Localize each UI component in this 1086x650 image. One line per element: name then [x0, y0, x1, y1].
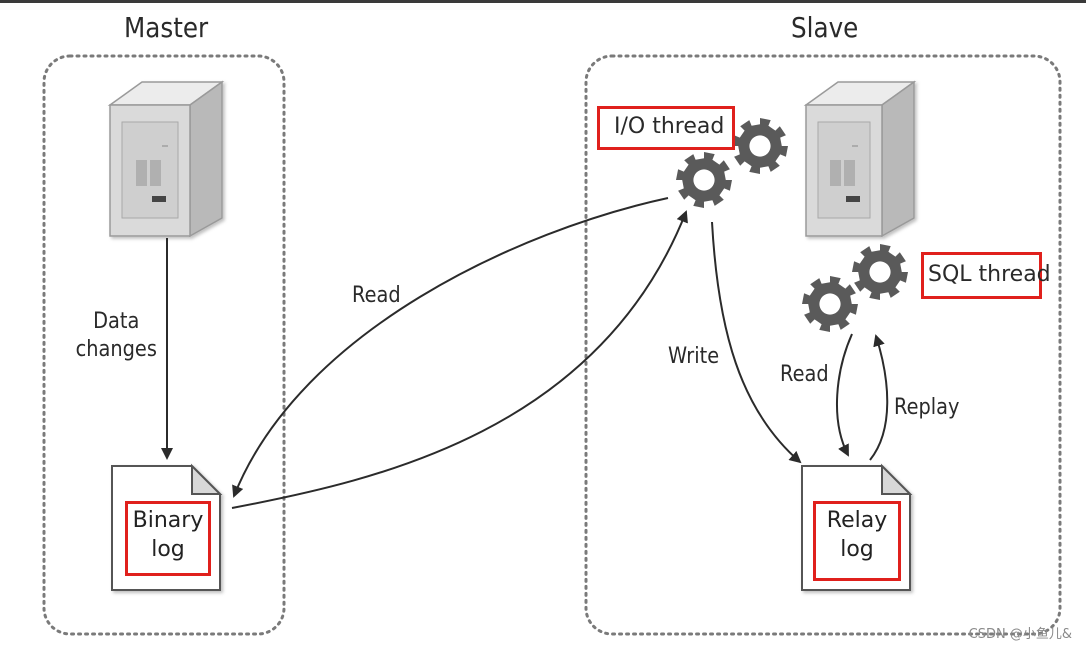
- slave-server-icon: [803, 80, 917, 238]
- replay-label: Replay: [894, 395, 960, 420]
- relay-log-label: Relay log: [826, 508, 888, 562]
- slave-panel: [584, 54, 1062, 636]
- io-gear-small-icon: [732, 118, 788, 174]
- relay-log-doc: [801, 463, 913, 591]
- write-arrow: [711, 221, 802, 464]
- binary-log-highlight: Binary log: [125, 501, 211, 576]
- replay-arrow: [869, 334, 889, 461]
- binary-log-doc: [111, 463, 223, 591]
- io-read-arrow: [232, 197, 669, 498]
- sql-read-arrow: [835, 333, 853, 457]
- watermark: CSDN @小鱼儿&: [968, 627, 1072, 642]
- sql-gear-small-icon: [852, 244, 908, 300]
- sql-thread-label: SQL thread: [928, 262, 1051, 287]
- sql-thread-highlight: SQL thread: [921, 252, 1051, 299]
- top-border: [0, 0, 1086, 3]
- binlog-to-io-arrow: [231, 210, 688, 509]
- gears-group: [676, 118, 908, 332]
- master-server-icon: [107, 80, 225, 238]
- io-thread-highlight: I/O thread: [597, 106, 735, 150]
- master-title: Master: [124, 11, 209, 44]
- io-gear-icon: [676, 152, 732, 208]
- data-changes-label: Data changes: [75, 309, 157, 362]
- sql-gear-icon: [802, 276, 858, 332]
- master-panel: [42, 54, 286, 636]
- write-arrow-label: Write: [668, 344, 720, 369]
- read-arrow-label: Read: [352, 283, 401, 308]
- relay-log-highlight: Relay log: [813, 501, 901, 581]
- sql-read-label: Read: [780, 362, 829, 387]
- binary-log-label: Binary log: [132, 508, 204, 562]
- io-thread-label: I/O thread: [614, 114, 725, 139]
- slave-title: Slave: [791, 11, 859, 44]
